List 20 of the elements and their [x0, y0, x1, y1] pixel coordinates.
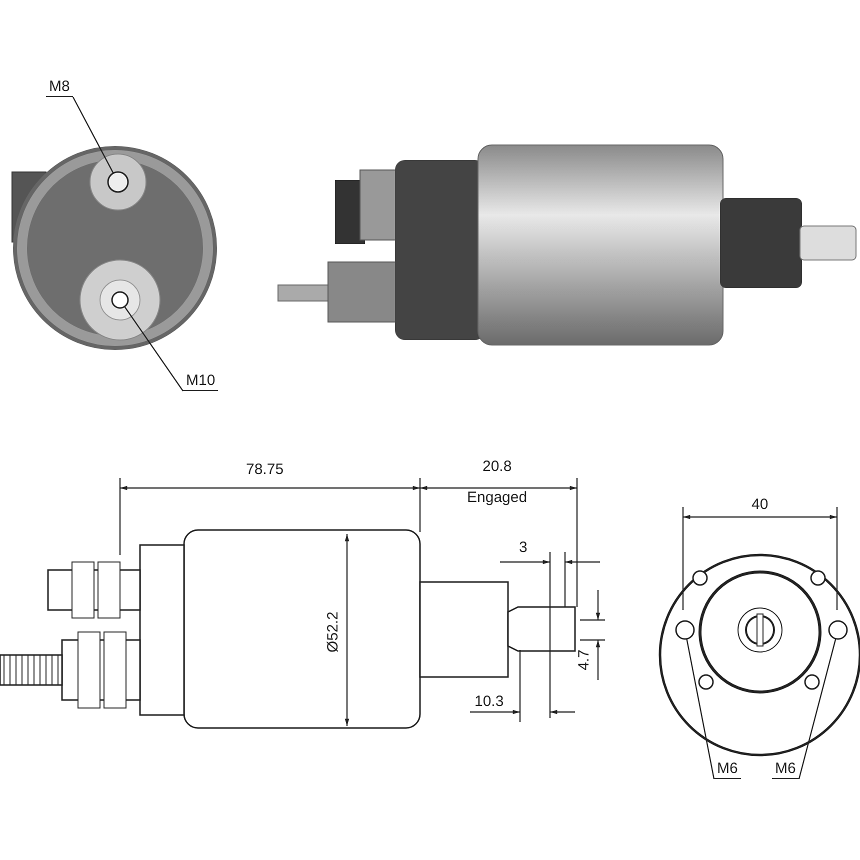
- dimension-value: 20.8: [482, 458, 512, 476]
- dimension-value: 78.75: [246, 461, 284, 479]
- leader-line: [72, 96, 114, 174]
- dimension-value: Engaged: [467, 489, 528, 507]
- thread-size-label: M6: [772, 760, 799, 779]
- mounting-hole: [675, 620, 695, 640]
- leader-line: [124, 306, 184, 392]
- mounting-hole: [828, 620, 848, 640]
- terminal-stud: [111, 291, 129, 309]
- leader-line: [798, 638, 836, 780]
- dimension-value: 10.3: [474, 693, 504, 711]
- thread-size-label: M8: [46, 78, 73, 97]
- dimension-value: 3: [519, 539, 528, 557]
- dimension-value: 40: [752, 496, 768, 514]
- leader-line: [686, 638, 715, 780]
- terminal-stud: [107, 171, 129, 193]
- dimension-value: 4.7: [574, 650, 593, 670]
- thread-size-label: M6: [714, 760, 741, 779]
- thread-size-label: M10: [183, 372, 218, 391]
- dimension-value: Ø52.2: [324, 612, 342, 652]
